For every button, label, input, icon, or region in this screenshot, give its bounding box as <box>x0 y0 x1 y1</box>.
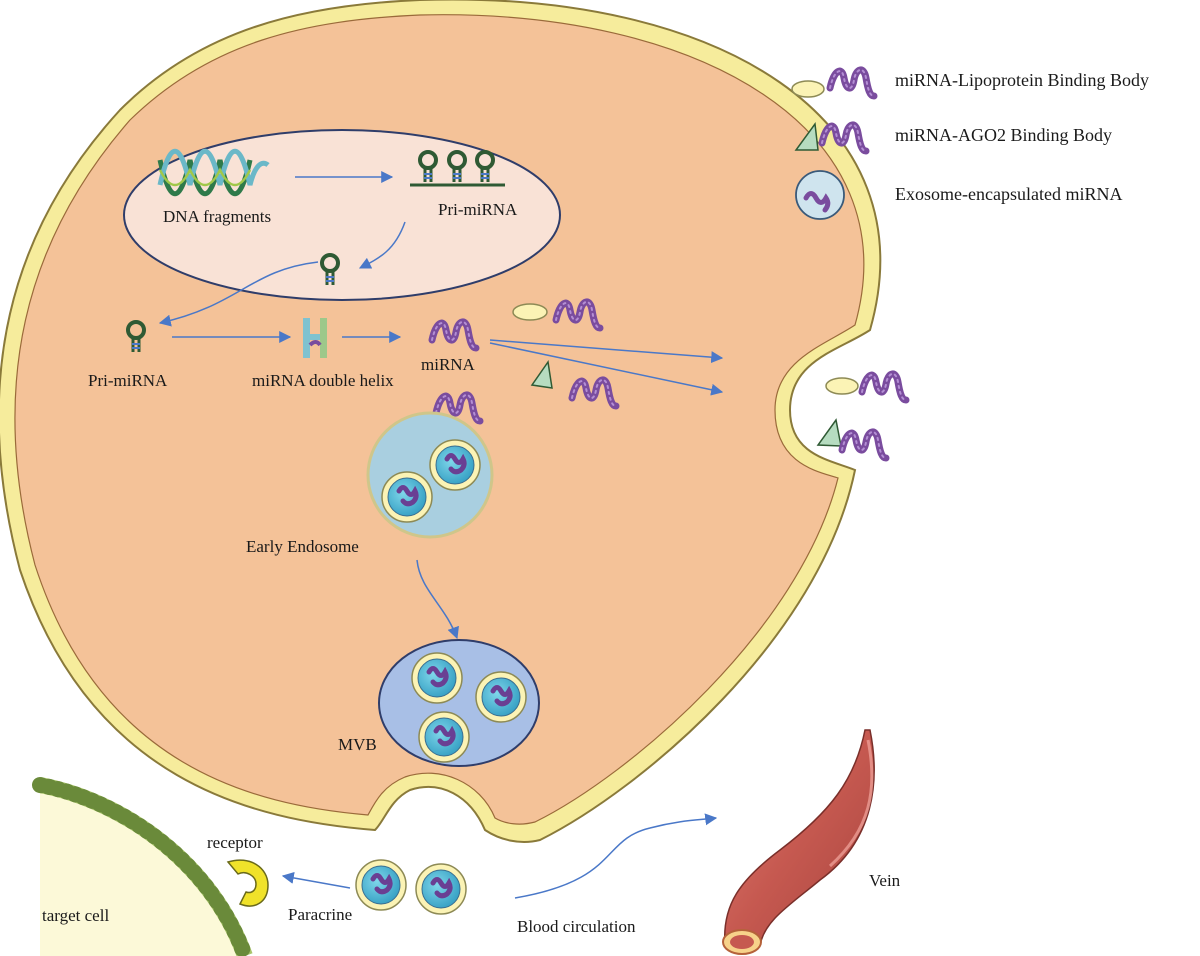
paracrine-exosome-1 <box>356 860 406 910</box>
vein-label: Vein <box>869 871 901 890</box>
arrow-export-nucleus <box>158 261 319 327</box>
paracrine-label: Paracrine <box>288 905 352 924</box>
mvb-icon <box>378 639 540 767</box>
legend-lipoprotein-icon <box>791 80 825 98</box>
arrow-blood-circulation <box>514 813 718 899</box>
nucleus <box>123 129 561 301</box>
pri-mirna-nucleus-icon <box>410 150 505 187</box>
arrow-paracrine <box>281 871 351 889</box>
dna-fragments-label: DNA fragments <box>163 207 271 226</box>
dna-fragments-icon <box>157 149 270 196</box>
arrow-pri-to-pre <box>358 221 406 269</box>
target-cell-icon <box>32 777 253 956</box>
paracrine-exosome-2 <box>416 864 466 914</box>
lipoprotein-complex-icon <box>512 302 600 328</box>
early-endosome-label: Early Endosome <box>246 537 359 556</box>
receptor-icon <box>226 859 269 907</box>
ago2-complex-icon <box>530 360 616 406</box>
arrow-mirna-lipoprotein <box>489 339 724 364</box>
legend-ago2-icon <box>794 122 819 151</box>
legend-ago2-label: miRNA-AGO2 Binding Body <box>895 125 1112 145</box>
receptor-label: receptor <box>207 833 263 852</box>
legend: miRNA-Lipoprotein Binding Body miRNA-AGO… <box>791 70 1149 220</box>
mirna-label: miRNA <box>421 355 476 374</box>
legend-exosome-label: Exosome-encapsulated miRNA <box>895 184 1122 204</box>
mirna-double-helix-icon <box>303 318 327 358</box>
vein-icon <box>722 729 875 955</box>
pri-mirna-cytoplasm-label: Pri-miRNA <box>88 371 168 390</box>
blood-circulation-label: Blood circulation <box>517 917 636 936</box>
arrow-endosome-to-mvb <box>416 559 459 640</box>
target-cell-label: target cell <box>42 906 109 925</box>
mirna-double-helix-label: miRNA double helix <box>252 371 394 390</box>
arrow-mirna-ago2 <box>489 342 724 396</box>
released-ago2-icon <box>816 418 886 458</box>
mvb-label: MVB <box>338 735 377 754</box>
early-endosome-icon <box>366 411 494 539</box>
legend-lipoprotein-label: miRNA-Lipoprotein Binding Body <box>895 70 1149 90</box>
released-lipoprotein-icon <box>825 374 906 400</box>
pri-mirna-nucleus-label: Pri-miRNA <box>438 200 518 219</box>
legend-exosome-icon <box>795 170 845 220</box>
